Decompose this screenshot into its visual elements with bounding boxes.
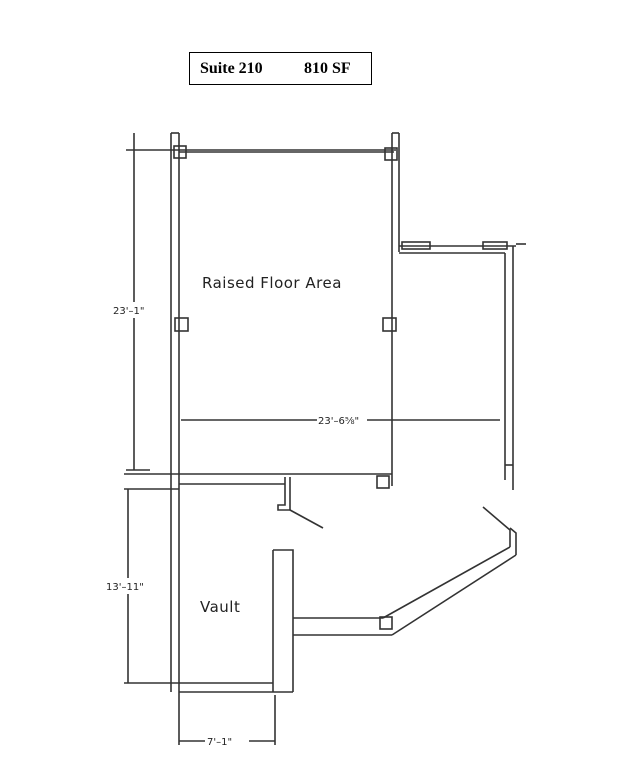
door-jamb	[277, 477, 291, 511]
corridor-marker	[401, 241, 431, 250]
door-swing	[289, 509, 324, 529]
raised-height-dim: 23'–1"	[113, 306, 144, 317]
vault-label: Vault	[200, 598, 240, 616]
area-label: 810 SF	[304, 59, 351, 77]
vault-height-dim: 13'–11"	[106, 582, 144, 593]
raised-floor-label: Raised Floor Area	[202, 274, 342, 292]
column-marker	[379, 616, 393, 630]
vault-width-dim: 7'–1"	[207, 737, 232, 748]
corridor-marker	[482, 241, 508, 250]
raised-width-dim: 23'–6⅝"	[318, 416, 359, 427]
suite-title-box: Suite 210 810 SF	[189, 52, 372, 85]
column-marker	[376, 475, 390, 489]
column-marker	[173, 145, 187, 159]
column-marker	[382, 317, 397, 332]
column-marker	[384, 147, 398, 161]
column-marker	[174, 317, 189, 332]
suite-label: Suite 210	[200, 59, 263, 77]
